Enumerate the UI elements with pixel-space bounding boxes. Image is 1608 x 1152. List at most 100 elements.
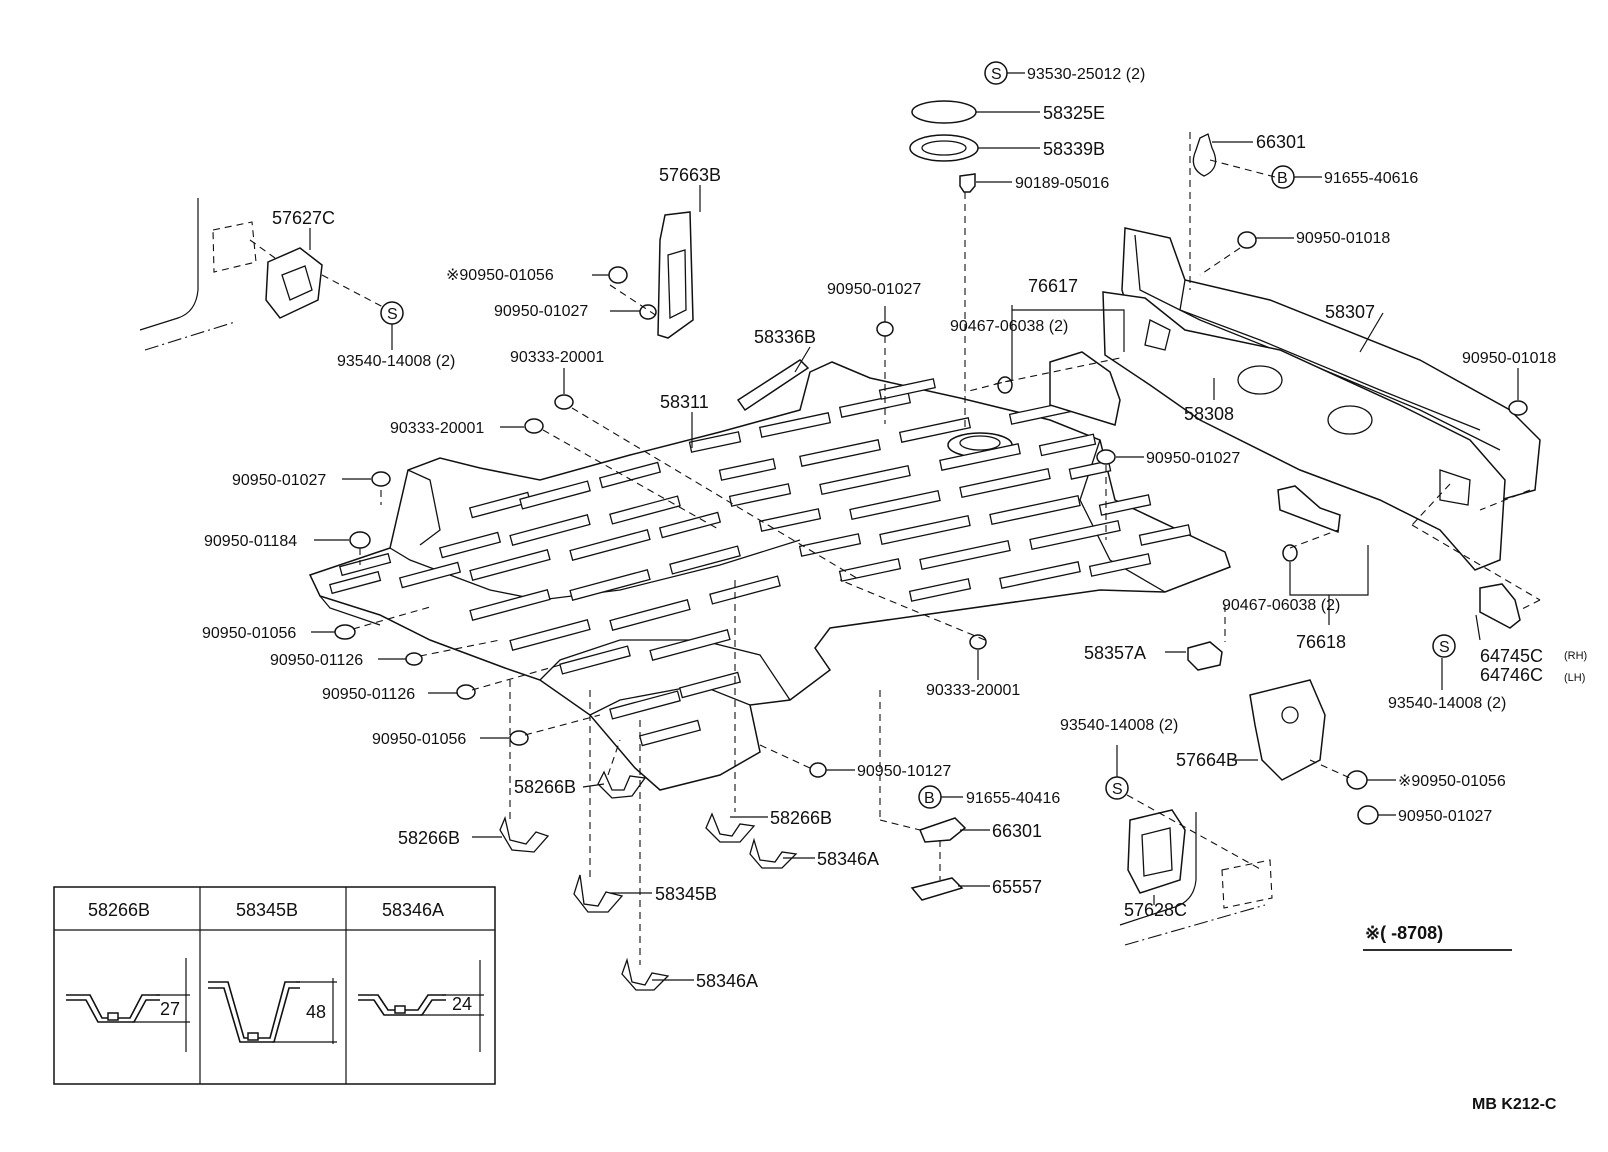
part-labels: 93530-25012 (2) 58325E 58339B 90189-0501…: [202, 66, 1587, 991]
label-58339B: 58339B: [1043, 139, 1105, 159]
label-90189: 90189-05016: [1015, 175, 1109, 192]
bumper-66301-bottom: [919, 817, 967, 843]
body-outline-left: [139, 198, 257, 351]
svg-text:B: B: [1277, 170, 1288, 187]
plate-65557: [910, 877, 964, 901]
label-65557: 65557: [992, 877, 1042, 897]
inset-header-58346A: 58346A: [382, 900, 444, 920]
label-90950-01056-star: ※90950-01056: [446, 267, 554, 284]
label-93540-14008-c: 93540-14008 (2): [1060, 717, 1178, 734]
label-64746C: 64746C: [1480, 665, 1543, 685]
bracket-76618: [1277, 485, 1341, 534]
label-90950-01056-b: 90950-01056: [372, 731, 466, 748]
bracket-57664B: [1249, 679, 1326, 781]
svg-text:S: S: [387, 306, 398, 323]
plate-58325E: [911, 100, 977, 124]
label-90950-01027-c: 90950-01027: [1146, 450, 1240, 467]
svg-text:S: S: [1112, 781, 1123, 798]
label-64746C-side: (LH): [1564, 672, 1585, 684]
label-57628C: 57628C: [1124, 900, 1187, 920]
leader-lines: [309, 72, 1519, 981]
symbol-s-4: S: [1105, 776, 1129, 800]
rear-panel-58308: [1102, 291, 1506, 571]
label-93540-14008-b: 93540-14008 (2): [1388, 695, 1506, 712]
symbol-s-2: S: [380, 301, 404, 325]
label-90333-20001-c: 90333-20001: [926, 682, 1020, 699]
dashed-guides: [249, 132, 1541, 965]
ring-58339B: [909, 134, 979, 162]
label-90333-20001-a: 90333-20001: [510, 349, 604, 366]
hook-66301-top: [1192, 133, 1217, 177]
label-90950-01184: 90950-01184: [204, 533, 297, 550]
label-76618: 76618: [1296, 632, 1346, 652]
label-58311: 58311: [660, 392, 709, 412]
label-90467-06038-b: 90467-06038 (2): [1222, 597, 1340, 614]
inset-dim-48: 48: [306, 1002, 326, 1022]
label-90950-01027-a: 90950-01027: [494, 303, 588, 320]
symbol-b-2: B: [918, 785, 942, 809]
inset-dim-24: 24: [452, 994, 472, 1014]
label-58266B-c: 58266B: [770, 808, 832, 828]
floor-ribs: [329, 378, 1192, 747]
label-93530: 93530-25012 (2): [1027, 66, 1145, 83]
label-58336B: 58336B: [754, 327, 816, 347]
svg-text:※( -8708): ※( -8708): [1365, 923, 1443, 943]
symbol-b-1: B: [1271, 165, 1295, 189]
label-90950-01018-a: 90950-01018: [1296, 230, 1390, 247]
label-90950-01126-b: 90950-01126: [322, 686, 415, 703]
svg-text:B: B: [924, 790, 935, 807]
svg-text:S: S: [1439, 639, 1450, 656]
bracket-76617: [1049, 351, 1121, 426]
label-58357A: 58357A: [1084, 643, 1146, 663]
production-note: ※( -8708): [1363, 923, 1512, 951]
plate-64745C: [1479, 583, 1521, 629]
label-57663B: 57663B: [659, 165, 721, 185]
clip-90189: [959, 173, 976, 193]
symbol-s-1: S: [984, 61, 1008, 85]
label-90950-01027-b: 90950-01027: [827, 281, 921, 298]
label-90950-01018-b: 90950-01018: [1462, 350, 1556, 367]
block-58357A: [1187, 641, 1223, 671]
svg-text:S: S: [991, 66, 1002, 83]
label-66301-top: 66301: [1256, 132, 1306, 152]
label-64745C-side: (RH): [1564, 650, 1587, 662]
label-58266B-b: 58266B: [398, 828, 460, 848]
label-58346A-b: 58346A: [696, 971, 758, 991]
label-90950-01126-a: 90950-01126: [270, 652, 363, 669]
label-76617: 76617: [1028, 276, 1078, 296]
inset-dim-27: 27: [160, 999, 180, 1019]
symbol-s-3: S: [1432, 634, 1456, 658]
fastener-caps: [334, 231, 1528, 825]
label-90950-01027-d: 90950-01027: [232, 472, 326, 489]
label-90950-10127: 90950-10127: [857, 763, 951, 780]
label-58325E: 58325E: [1043, 103, 1105, 123]
label-90333-20001-b: 90333-20001: [390, 420, 484, 437]
label-90467-06038-a: 90467-06038 (2): [950, 318, 1068, 335]
floor-pan-58311: [308, 361, 1231, 791]
label-90950-01027-e: 90950-01027: [1398, 808, 1492, 825]
label-58308: 58308: [1184, 404, 1234, 424]
inset-table: 58266B 58345B 58346A 27 48 24: [53, 886, 496, 1085]
hangers: [499, 770, 798, 991]
label-66301-bottom: 66301: [992, 821, 1042, 841]
label-58346A-a: 58346A: [817, 849, 879, 869]
label-90950-01056-star2: ※90950-01056: [1398, 773, 1506, 790]
label-58345B: 58345B: [655, 884, 717, 904]
label-64745C: 64745C: [1480, 646, 1543, 666]
inset-header-58266B: 58266B: [88, 900, 150, 920]
label-58266B-a: 58266B: [514, 777, 576, 797]
footer-code: MB K212-C: [1472, 1096, 1557, 1113]
body-outline-right: [1119, 812, 1273, 946]
label-91655-40416: 91655-40416: [966, 790, 1060, 807]
label-57627C: 57627C: [272, 208, 335, 228]
label-93540-14008-a: 93540-14008 (2): [337, 353, 455, 370]
bracket-58336B: [736, 359, 810, 412]
cover-57627C: [265, 247, 323, 319]
cover-57628C: [1127, 809, 1186, 894]
inset-header-58345B: 58345B: [236, 900, 298, 920]
label-58307: 58307: [1325, 302, 1375, 322]
label-90950-01056-a: 90950-01056: [202, 625, 296, 642]
label-91655-40616: 91655-40616: [1324, 170, 1418, 187]
label-57664B: 57664B: [1176, 750, 1238, 770]
